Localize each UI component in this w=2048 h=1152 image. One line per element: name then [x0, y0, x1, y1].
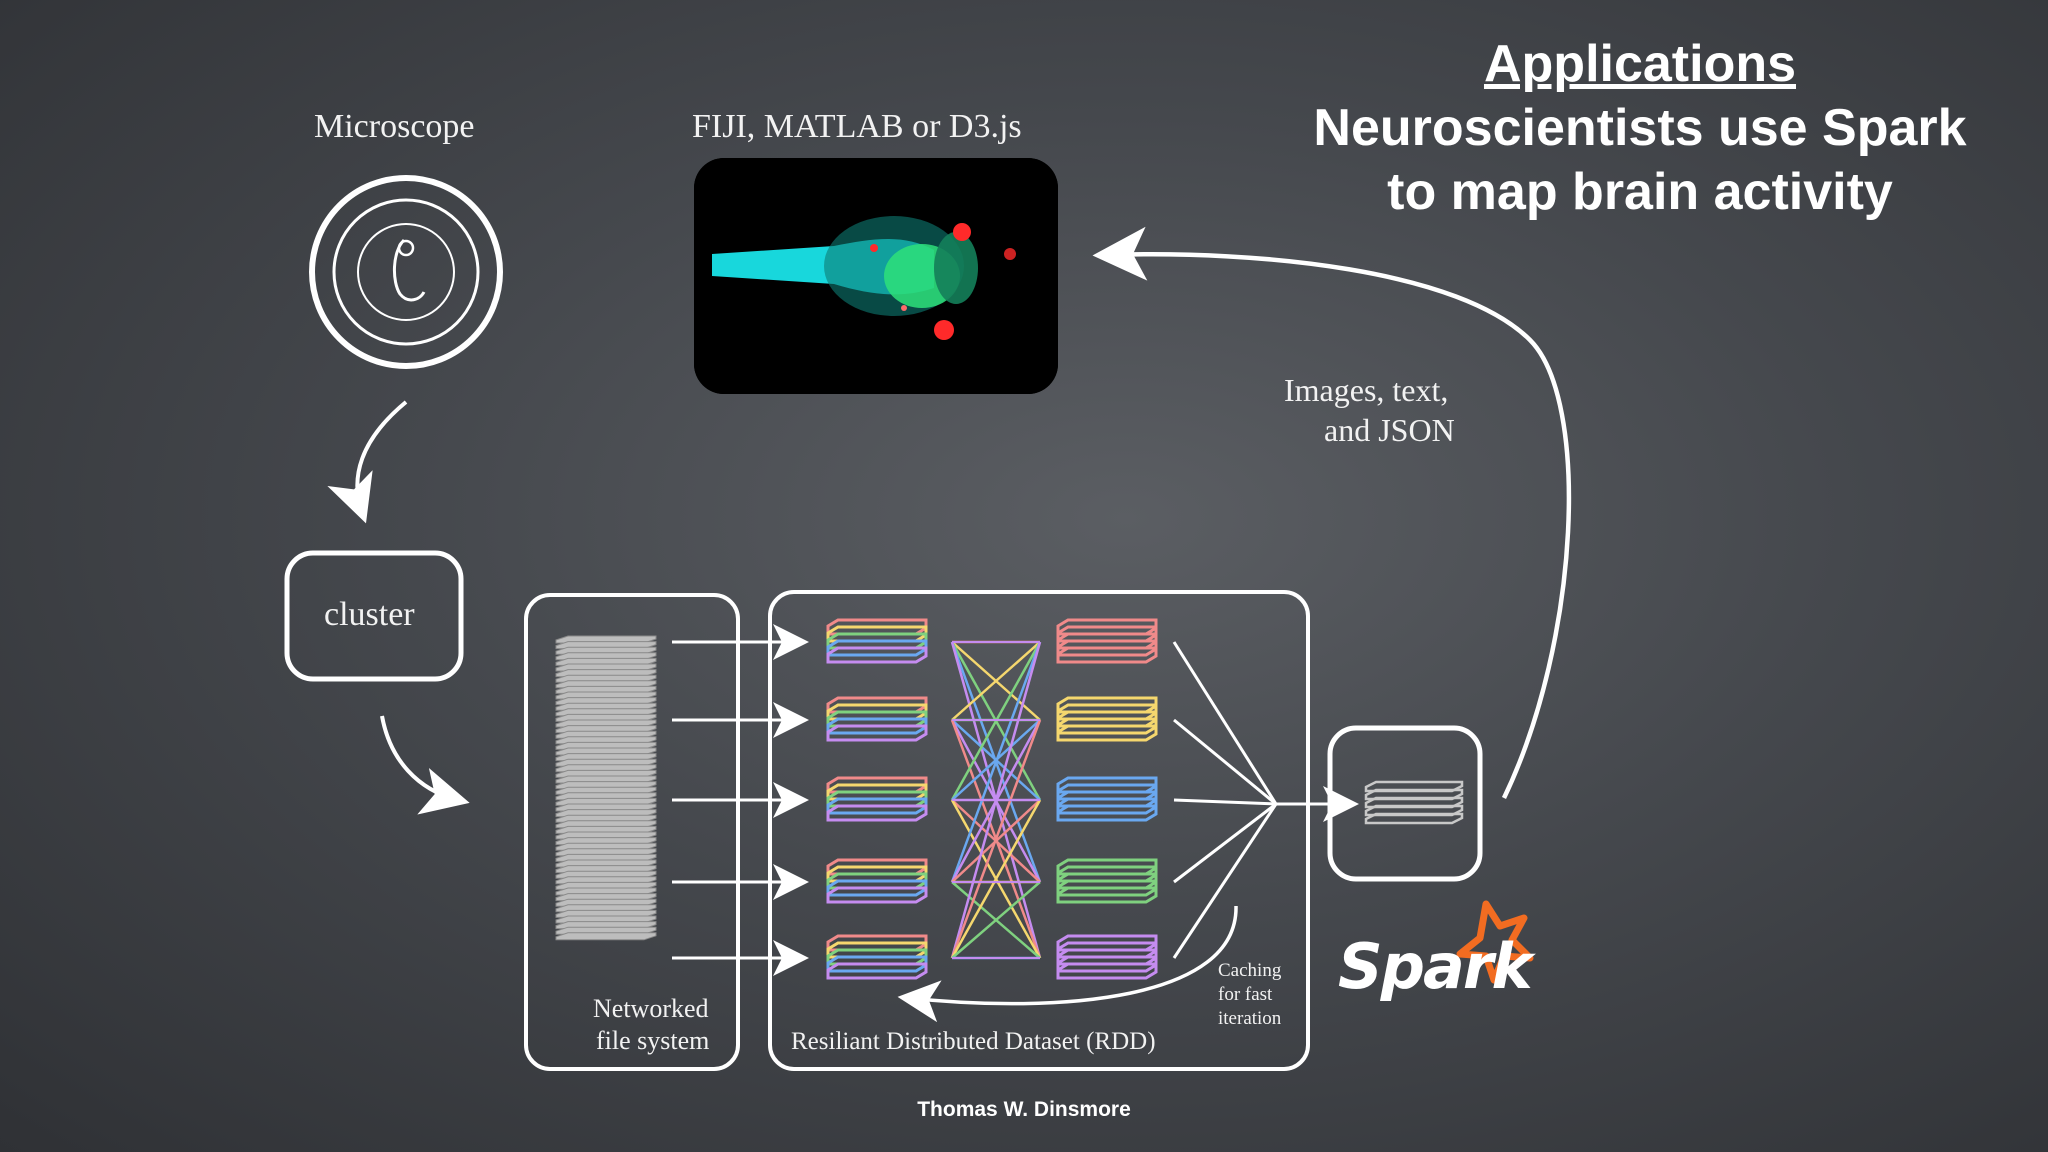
spark-logo-text: Spark	[1338, 930, 1533, 1003]
output-partition	[1056, 934, 1158, 980]
output-formats-line2: and JSON	[1324, 412, 1455, 448]
output-partition	[1056, 776, 1158, 822]
cluster-box	[284, 550, 464, 682]
brain-activity-image	[694, 158, 1058, 394]
cluster-to-nfs-arrow	[380, 715, 470, 815]
nfs-disk-stack	[555, 635, 657, 941]
headline-line1: Neuroscientists use Spark	[1313, 99, 1967, 157]
input-partition	[826, 934, 928, 980]
microscope-icon	[309, 175, 503, 369]
caching-line3: iteration	[1218, 1008, 1282, 1029]
reduce-line	[1173, 718, 1277, 806]
slide-headline: Applications Neuroscientists use Spark t…	[1280, 32, 2000, 224]
input-partition	[826, 858, 928, 904]
reduce-lines	[1172, 641, 1278, 959]
output-layer	[1364, 804, 1464, 817]
output-layer	[1364, 812, 1464, 825]
output-formats-line1: Images, text,	[1284, 372, 1449, 408]
reduce-line	[1172, 803, 1278, 959]
nfs-label-line1: Networked	[593, 994, 709, 1023]
shuffle-line	[950, 719, 1042, 959]
output-box	[1327, 725, 1483, 882]
output-stack	[1364, 780, 1464, 825]
cluster-label: cluster	[324, 596, 415, 633]
shuffle-line	[950, 799, 1042, 959]
reduce-line	[1173, 802, 1277, 884]
output-partition	[1056, 858, 1158, 904]
headline-line2: to map brain activity	[1387, 163, 1893, 221]
microscope-label: Microscope	[314, 108, 475, 145]
nfs-label-line2: file system	[596, 1026, 710, 1055]
shuffle-line	[951, 641, 1041, 721]
shuffle-line	[951, 881, 1041, 959]
spark-star-icon	[1456, 900, 1534, 984]
caching-loop-arrow	[897, 905, 1238, 1023]
output-partition	[1056, 618, 1158, 664]
microscope-to-cluster-arrow	[327, 400, 408, 524]
output-to-visualization-arrow	[1092, 226, 1572, 799]
output-layer	[1364, 780, 1464, 793]
rdd-label: Resiliant Distributed Dataset (RDD)	[791, 1028, 1156, 1055]
caching-line1: Caching	[1218, 960, 1282, 981]
caching-line2: for fast	[1218, 984, 1273, 1005]
shuffle-lines	[950, 640, 1042, 960]
output-partition	[1056, 696, 1158, 742]
output-layer	[1364, 788, 1464, 801]
shuffle-line	[950, 641, 1042, 883]
nfs-box	[524, 593, 740, 1071]
headline-title: Applications	[1483, 35, 1797, 93]
input-partition	[826, 696, 928, 742]
reduce-line	[1173, 798, 1277, 806]
rdd-box	[768, 590, 1310, 1071]
input-partition	[826, 776, 928, 822]
viz-tools-label: FIJI, MATLAB or D3.js	[692, 108, 1022, 145]
input-partition	[826, 618, 928, 664]
rdd-partitions-input	[826, 618, 928, 980]
rdd-partitions-output	[1056, 618, 1158, 980]
credit-text: Thomas W. Dinsmore	[917, 1098, 1131, 1121]
reduce-line	[1172, 641, 1278, 805]
output-layer	[1364, 796, 1464, 809]
nfs-to-rdd-arrows	[672, 624, 809, 976]
